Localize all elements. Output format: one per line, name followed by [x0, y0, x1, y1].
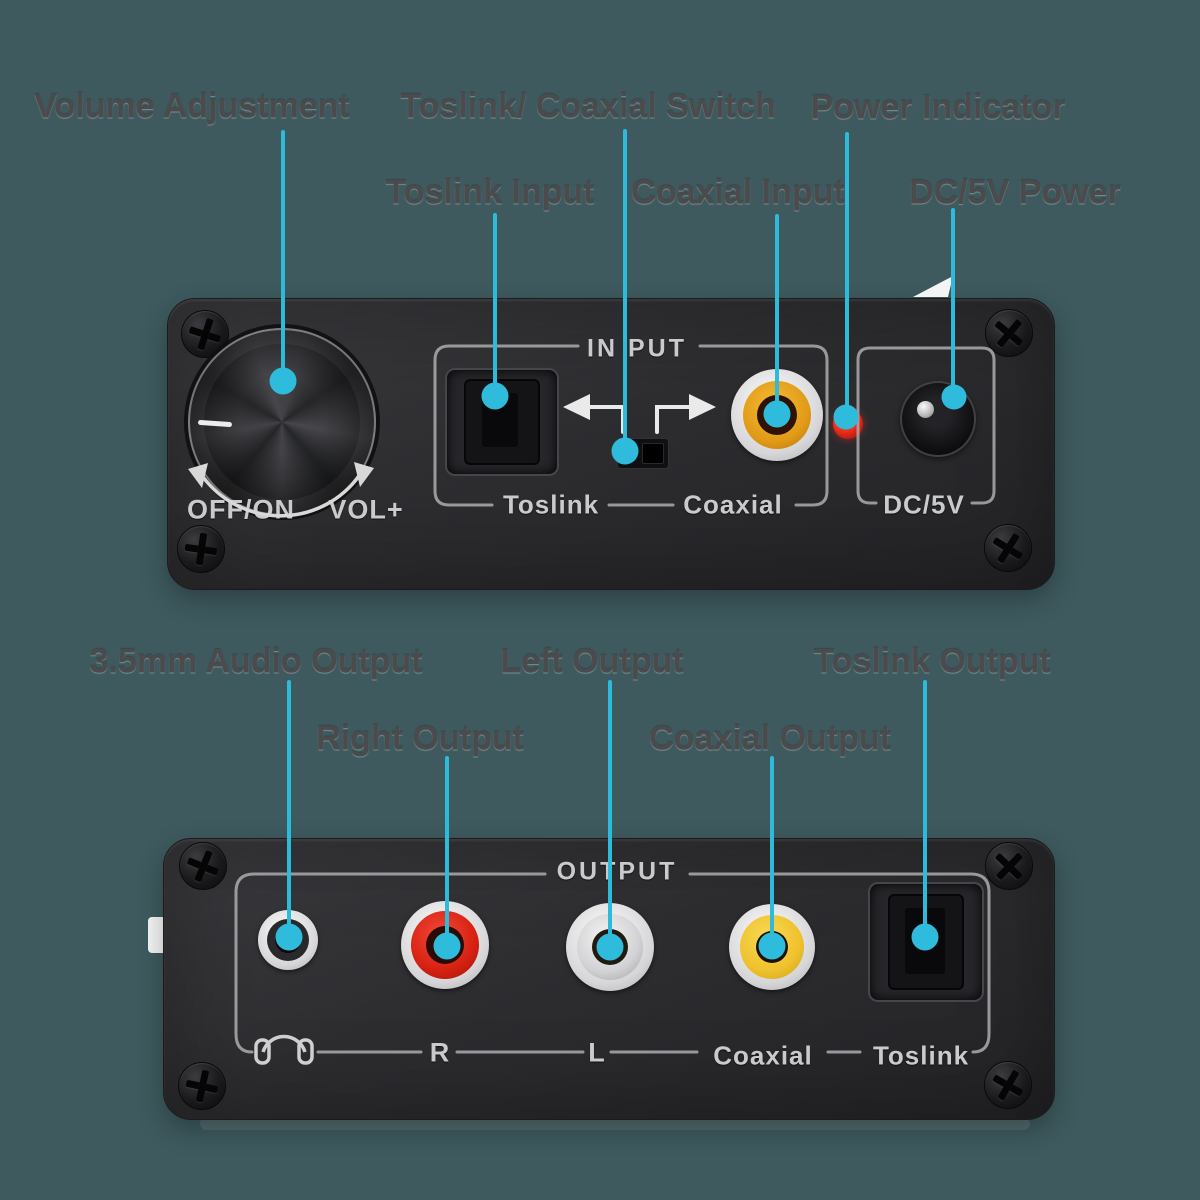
left-output-jack: [566, 903, 654, 991]
dc-port-label: DC/5V: [883, 489, 965, 520]
coaxial-output-label: Coaxial: [713, 1040, 813, 1071]
glare-highlight: [913, 276, 953, 297]
screw-icon: [178, 1062, 226, 1110]
coaxial-port-label: Coaxial: [683, 489, 783, 520]
screw-icon: [984, 524, 1032, 572]
side-port-tab: [148, 917, 167, 953]
label-volume-adjustment: Volume Adjustment: [34, 87, 350, 126]
label-toslink-input: Toslink Input: [385, 173, 595, 212]
input-group-label: IN PUT: [587, 334, 687, 363]
l-label: L: [588, 1037, 606, 1068]
screw-icon: [984, 1061, 1032, 1109]
toslink-output-port: [868, 882, 984, 1002]
dc-power-pin: [917, 401, 934, 418]
coaxial-output-jack: [729, 904, 815, 990]
screw-icon: [985, 309, 1033, 357]
dc-power-jack: [900, 381, 976, 457]
label-toslink-output: Toslink Output: [813, 642, 1051, 681]
label-power-indicator: Power Indicator: [810, 88, 1066, 127]
vol-label: VOL+: [328, 494, 404, 525]
device-bottom-sheen: [200, 1117, 1030, 1130]
r-label: R: [429, 1037, 451, 1068]
screw-icon: [177, 525, 225, 573]
label-35mm-audio-output: 3.5mm Audio Output: [89, 642, 423, 681]
screw-icon: [985, 842, 1033, 890]
label-dc-power: DC/5V Power: [909, 173, 1121, 212]
toslink-coaxial-switch: [617, 438, 669, 469]
label-coaxial-output: Coaxial Output: [649, 719, 891, 758]
coaxial-input-jack: [731, 369, 823, 461]
toslink-port-label: Toslink: [502, 489, 600, 520]
toslink-input-port: [445, 368, 559, 476]
off-on-label: OFF/ON: [187, 494, 295, 525]
label-toslink-coaxial-switch: Toslink/ Coaxial Switch: [400, 87, 776, 126]
audio-35mm-jack: [258, 910, 318, 970]
screw-icon: [179, 842, 227, 890]
label-coaxial-input: Coaxial Input: [631, 173, 845, 212]
label-right-output: Right Output: [316, 719, 524, 758]
output-group-label: OUTPUT: [556, 857, 678, 886]
label-left-output: Left Output: [500, 642, 684, 681]
right-output-jack: [401, 901, 489, 989]
power-led: [833, 409, 863, 439]
toslink-output-label: Toslink: [872, 1040, 970, 1071]
